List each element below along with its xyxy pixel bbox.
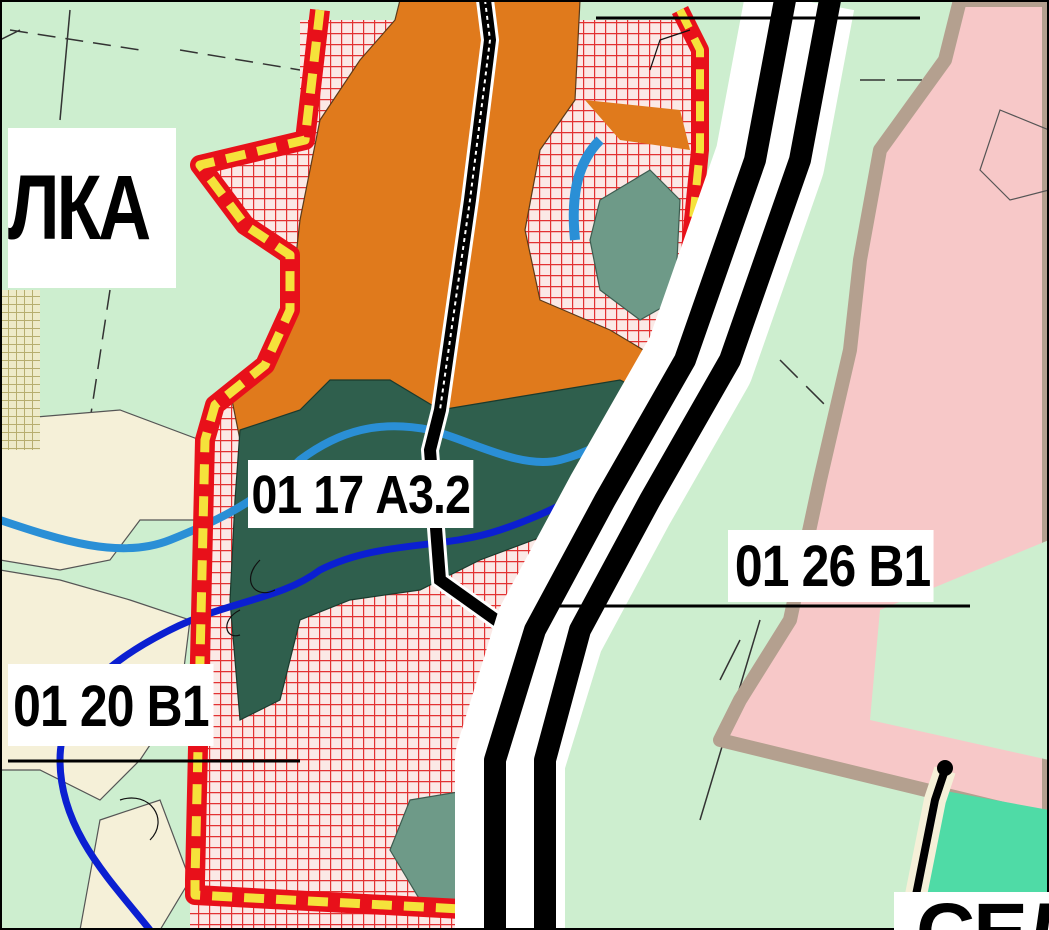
contour-detail [979,109,1049,201]
tan-hatched-zone [0,290,40,450]
local-road [420,0,551,663]
zone-label-b1-26[interactable]: 01 26 В1 [728,530,934,602]
zone-label-a32[interactable]: 01 17 А3.2 [248,460,474,528]
highway [455,0,855,930]
river-dark [56,447,643,930]
side-road [904,760,956,903]
zone-label-b1-20[interactable]: 01 20 В1 [8,664,214,746]
town-name-fragment: ЛКА [8,128,176,288]
place-name-fragment: СЕЛ [894,892,1049,930]
green-patch-in-pink [870,540,1049,760]
river-light [0,416,642,553]
river-branch [568,136,604,241]
misc-linework [119,29,691,841]
label-leader-lines [8,16,970,763]
teal-zone [920,790,1049,900]
industrial-zone-small [585,100,690,150]
